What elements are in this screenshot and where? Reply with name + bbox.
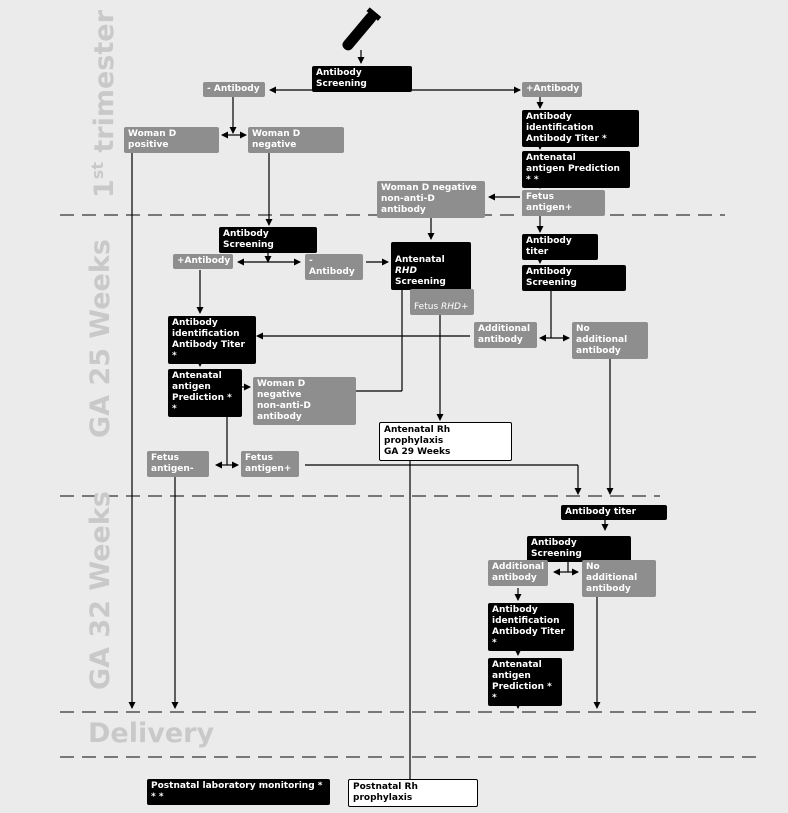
antibody-screening-1: Antibody Screening [312, 66, 412, 92]
antenatal-antigen-prediction-3: Antenatal antigen Prediction * * [488, 658, 562, 706]
antenatal-rhd-screening: Antenatal RHD Screening [391, 242, 471, 290]
antibody-screening-3: Antibody Screening [522, 265, 626, 291]
antibody-screening-2: Antibody Screening [219, 227, 317, 253]
postnatal-rh-prophylaxis: Postnatal Rh prophylaxis [348, 779, 478, 807]
antenatal-antigen-prediction-1: Antenatal antigen Prediction * * [522, 151, 630, 188]
negative-antibody-2: - Antibody [305, 254, 363, 280]
no-additional-antibody-2: No additional antibody [572, 322, 648, 359]
phase-delivery: Delivery [88, 718, 215, 749]
fetus-antigen-positive-3: Fetus antigen+ [241, 451, 299, 477]
antibody-titer-3: Antibody titer [561, 505, 667, 520]
antenatal-rh-prophylaxis: Antenatal Rh prophylaxis GA 29 Weeks [379, 422, 512, 461]
additional-antibody-2: Additional antibody [474, 322, 537, 348]
woman-d-positive: Woman D positive [124, 127, 219, 153]
phase-1st-trimester: 1st trimester [88, 10, 120, 198]
additional-antibody-3: Additional antibody [488, 560, 548, 586]
positive-antibody-1: +Antibody [522, 82, 582, 97]
negative-antibody-1: - Antibody [203, 82, 265, 97]
woman-d-negative-non-anti-d-2: Woman D negative non-anti-D antibody [253, 377, 356, 425]
fetus-rhd-positive: Fetus RHD+ [410, 289, 474, 315]
antibody-identification-1: Antibody identification Antibody Titer * [522, 110, 639, 147]
antibody-identification-3: Antibody identification Antibody Titer * [488, 603, 574, 651]
woman-d-negative-1: Woman D negative [248, 127, 344, 153]
no-additional-antibody-3: No additional antibody [582, 560, 656, 597]
antibody-identification-2: Antibody identification Antibody Titer * [168, 316, 256, 364]
test-tube-icon [342, 7, 382, 51]
phase-ga-32-weeks: GA 32 Weeks [85, 491, 116, 690]
phase-ga-25-weeks: GA 25 Weeks [85, 239, 116, 438]
antibody-titer-2: Antibody titer [522, 234, 598, 260]
fetus-antigen-negative-3: Fetus antigen- [147, 451, 209, 477]
positive-antibody-2: +Antibody [173, 254, 233, 269]
fetus-antigen-positive-1: Fetus antigen+ [522, 190, 605, 216]
postnatal-laboratory-monitoring: Postnatal laboratory monitoring * * * [147, 779, 330, 805]
antenatal-antigen-prediction-2: Antenatal antigen Prediction * * [168, 369, 242, 417]
antibody-screening-4: Antibody Screening [527, 536, 631, 562]
woman-d-negative-non-anti-d-1: Woman D negative non-anti-D antibody [377, 181, 485, 218]
